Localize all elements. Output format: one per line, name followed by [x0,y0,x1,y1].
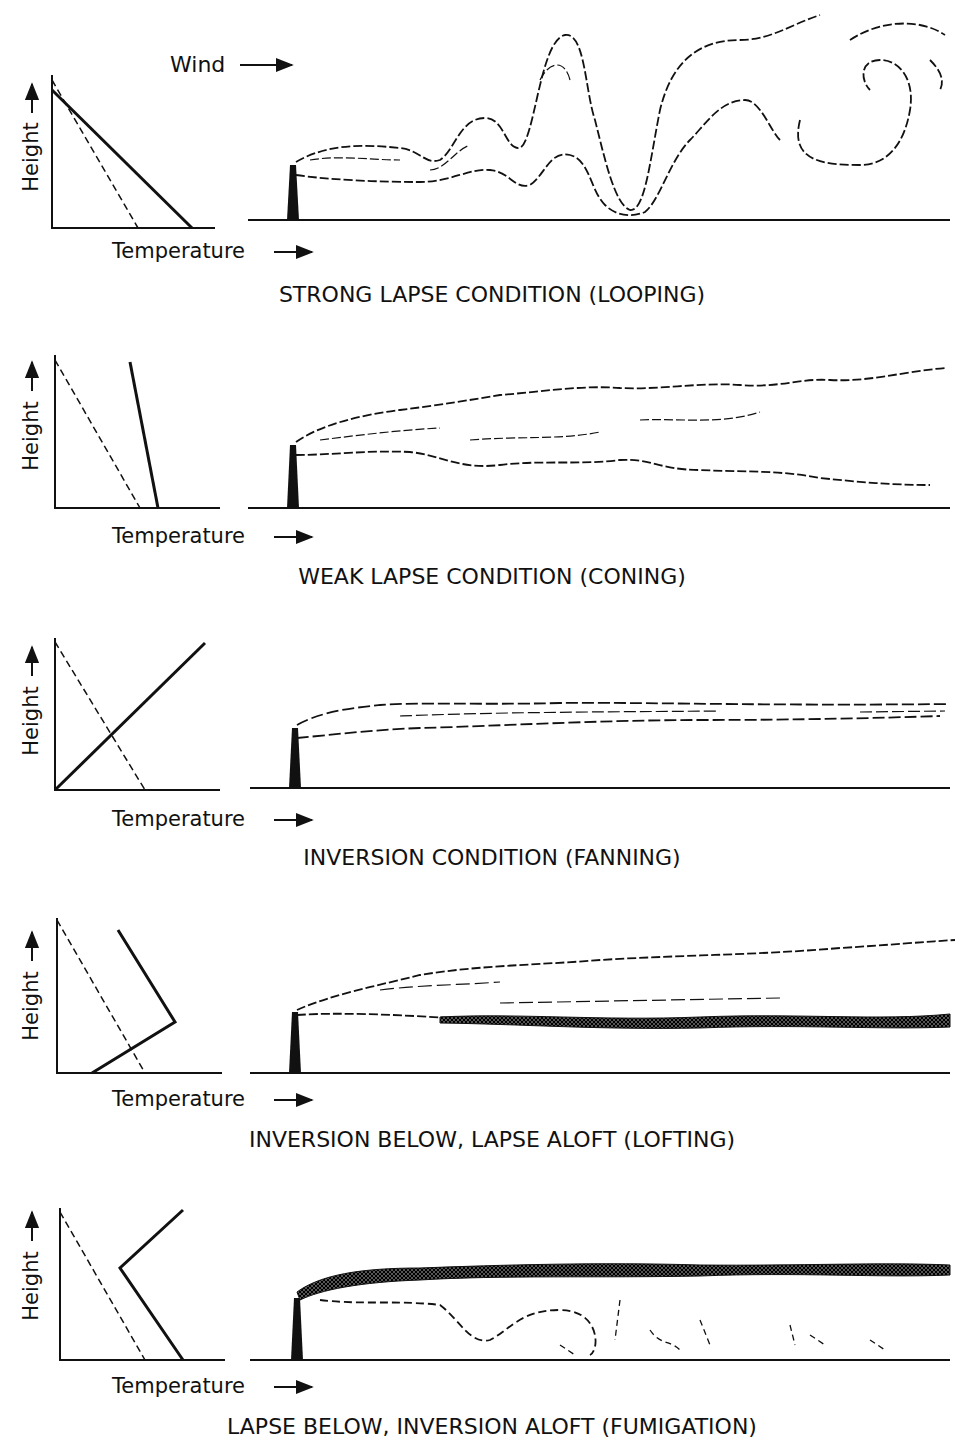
temperature-arrow [274,1386,312,1388]
temperature-profile [52,90,192,228]
axis-label: Temperature [112,1088,245,1111]
plume-loop [798,60,911,165]
temperature-profile [120,1210,183,1360]
ground-line [248,507,950,509]
ground-line [250,1072,950,1074]
panel-caption: INVERSION CONDITION (FANNING) [303,846,680,870]
plume-texture [400,711,945,716]
temperature-arrow [274,251,312,253]
lofting-plume [297,940,955,1028]
height-arrow [31,1212,33,1241]
plume-edge [297,1014,450,1018]
plume-texture [310,65,570,170]
plume-edge [320,1300,596,1355]
temperature-arrow [274,536,312,538]
stack [291,1298,303,1360]
axis-label: Height [20,686,43,755]
height-arrow [31,932,33,961]
stack [289,1012,301,1073]
axis-label: Height [20,122,43,191]
profile-graphs [52,75,225,1360]
plume-edge [297,940,955,1010]
plume-texture [380,982,780,1003]
panel-caption: INVERSION BELOW, LAPSE ALOFT (LOFTING) [249,1128,735,1152]
graph-axes [60,1208,225,1360]
trapped-plume-band [297,1264,950,1300]
plume-edge [296,452,930,485]
axis-label: Temperature [112,525,245,548]
ground-line [248,219,950,221]
ground-line [250,787,950,789]
plume-fragment [560,1300,885,1355]
fumigation-plume [297,1264,950,1355]
wind-label: Wind [170,53,225,77]
panel-caption: STRONG LAPSE CONDITION (LOOPING) [279,283,705,307]
fanning-plume [297,703,950,738]
adiabatic-line [55,360,140,508]
stack [287,165,299,220]
height-arrow [31,362,33,391]
temperature-arrow [274,819,312,821]
temperature-profile [130,362,158,508]
coning-plume [296,368,945,485]
axis-label: Height [20,1251,43,1320]
plume-edge [296,368,945,442]
height-arrow [31,647,33,676]
plume-edge [296,100,780,215]
looping-plume [296,15,945,215]
temperature-arrow [274,1099,312,1101]
height-arrow [31,84,33,113]
wind-arrow [240,64,292,66]
axis-label: Height [20,401,43,470]
graph-axes [57,918,222,1073]
plume-edge [297,716,940,738]
graph-axes [52,75,215,228]
temperature-profile [92,930,175,1073]
axis-label: Height [20,971,43,1040]
axis-arrows [32,84,312,1387]
plume-texture [320,412,760,440]
ground-lines [248,220,950,1360]
panel-caption: WEAK LAPSE CONDITION (CONING) [298,565,686,589]
temperature-profile [55,643,205,790]
graph-axes [55,355,220,508]
ground-line [250,1359,950,1361]
trapped-plume-band [440,1014,950,1028]
stacks [287,165,303,1360]
graph-axes [55,638,220,790]
plume-loop [850,24,945,90]
panel-caption: LAPSE BELOW, INVERSION ALOFT (FUMIGATION… [227,1415,757,1439]
axis-label: Temperature [112,808,245,831]
axis-label: Temperature [112,240,245,263]
axis-label: Temperature [112,1375,245,1398]
